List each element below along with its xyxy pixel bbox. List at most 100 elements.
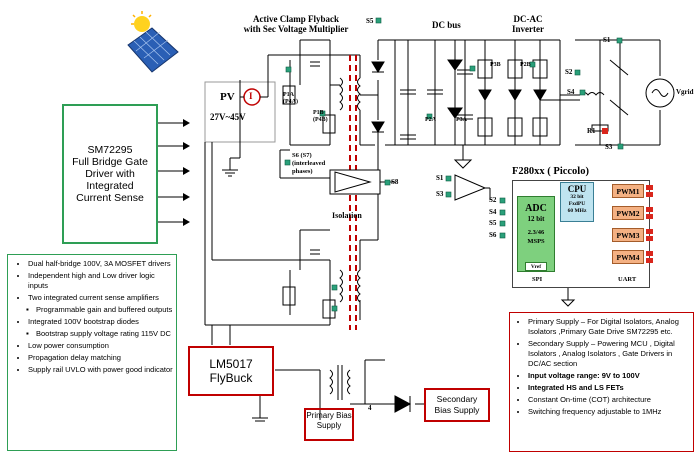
cpu-block: CPU 32 bit FxdPU 60 MHz xyxy=(560,182,594,222)
label-s5-top: S5 xyxy=(366,17,374,25)
label-p3a: P3A xyxy=(456,117,467,123)
pwm1-pin-b xyxy=(646,192,653,197)
label-p1b-text: P1B xyxy=(313,110,324,116)
inverter-title-line2: Inverter xyxy=(512,24,544,34)
flybuck-line2: FlyBuck xyxy=(209,371,253,385)
secondary-bias-line2: Bias Supply xyxy=(434,405,480,415)
driver-features-list: Dual half-bridge 100V, 3A MOSFET drivers… xyxy=(14,259,173,303)
secondary-bias-line1: Secondary xyxy=(436,394,478,404)
pin-4-label: 4 xyxy=(368,404,372,412)
cpu-clock: 60 MHz xyxy=(567,208,587,214)
label-s6-mcu: S6 xyxy=(489,231,497,239)
pv-label: PV xyxy=(220,91,235,103)
mcu-title: F280xx ( Piccolo) xyxy=(512,166,589,177)
pwm3-block: PWM3 xyxy=(612,228,644,242)
feature-item: Primary Supply – For Digital Isolators, … xyxy=(528,317,690,337)
spi-label: SPI xyxy=(532,276,543,283)
acf-title-line2: with Sec Voltage Multiplier xyxy=(243,24,349,34)
gate-driver-line2: Full Bridge Gate xyxy=(72,156,148,168)
flybuck-features-box: Primary Supply – For Digital Isolators, … xyxy=(509,312,694,452)
adc-bits: 12 bit xyxy=(527,215,545,223)
inverter-title: DC-AC Inverter xyxy=(512,14,544,34)
driver-features-list-3: Low power consumption Propagation delay … xyxy=(14,341,173,375)
label-s1-mcu: S1 xyxy=(436,174,444,182)
label-s4-grid: S4 xyxy=(567,88,575,96)
pwm1-pin-a xyxy=(646,185,653,190)
pwm1-block: PWM1 xyxy=(612,184,644,198)
pwm3-pin-a xyxy=(646,229,653,234)
label-s6-line2: (interleaved xyxy=(292,160,326,167)
gate-driver-line3: Driver with xyxy=(85,168,135,180)
label-s1-grid: S1 xyxy=(603,36,611,44)
adc-rate: 2.3/46 xyxy=(527,229,545,236)
gate-driver-line5: Current Sense xyxy=(76,192,144,204)
gate-driver-box: SM72295 Full Bridge Gate Driver with Int… xyxy=(62,104,158,244)
label-s2-grid: S2 xyxy=(565,68,573,76)
pwm4-block: PWM4 xyxy=(612,250,644,264)
feature-item: Switching frequency adjustable to 1MHz xyxy=(528,407,690,417)
label-p1a: P1A (P4A) xyxy=(283,92,298,106)
feature-item: Independent high and Low driver logic in… xyxy=(28,271,173,291)
label-s6: S6 (S7) (interleaved phases) xyxy=(292,152,325,176)
inverter-title-line1: DC-AC xyxy=(513,14,543,24)
pwm2-block: PWM2 xyxy=(612,206,644,220)
pwm4-pin-a xyxy=(646,251,653,256)
label-p3b: P3B xyxy=(490,62,501,68)
label-s3-grid: S3 xyxy=(605,143,613,151)
feature-item: Two integrated current sense amplifiers xyxy=(28,293,173,303)
gate-driver-line1: SM72295 xyxy=(87,144,133,156)
feature-item: Secondary Supply – Powering MCU , Digita… xyxy=(528,339,690,369)
label-s6-line3: phases) xyxy=(292,168,313,175)
adc-label: ADC xyxy=(525,203,547,214)
pwm2-pin-b xyxy=(646,214,653,219)
adc-block: ADC 12 bit 2.3/46 MSPS xyxy=(517,196,555,272)
label-r1: R1 xyxy=(587,127,596,135)
feature-sub-item: Bootstrap supply voltage rating 115V DC xyxy=(14,329,173,339)
acf-title: Active Clamp Flyback with Sec Voltage Mu… xyxy=(236,14,356,34)
cpu-label: CPU xyxy=(567,184,587,194)
solar-panel-icon xyxy=(127,11,179,73)
pwm2-pin-a xyxy=(646,207,653,212)
primary-bias-box: Primary Bias Supply xyxy=(304,408,354,441)
pv-current-symbol: I xyxy=(249,91,253,101)
label-p4b-text: (P4B) xyxy=(313,117,328,123)
label-s2-mcu: S2 xyxy=(489,196,497,204)
mcu-box xyxy=(512,180,650,288)
flybuck-line1: LM5017 xyxy=(209,357,253,371)
pwm4-pin-b xyxy=(646,258,653,263)
secondary-bias-box: Secondary Bias Supply xyxy=(424,388,490,422)
feature-item-bold: Integrated HS and LS FETs xyxy=(528,383,690,393)
label-vgrid: Vgrid xyxy=(676,88,694,96)
label-p2b: P2B xyxy=(520,62,531,68)
dc-bus-label: DC bus xyxy=(432,20,461,30)
feature-item-bold: Input voltage range: 9V to 100V xyxy=(528,371,690,381)
label-p4a-text: (P4A) xyxy=(283,99,298,105)
feature-sub-item: Programmable gain and buffered outputs xyxy=(14,305,173,315)
flybuck-features-list: Primary Supply – For Digital Isolators, … xyxy=(514,317,690,417)
label-p2a: P2A xyxy=(425,117,436,123)
isolation-label: Isolation xyxy=(332,211,362,220)
driver-features-list-2: Integrated 100V bootstrap diodes xyxy=(14,317,173,327)
vref-block: Vref xyxy=(525,262,547,271)
pwm3-pin-b xyxy=(646,236,653,241)
adc-msps: MSPS xyxy=(527,238,545,245)
label-s8: S8 xyxy=(391,178,399,186)
feature-item: Supply rail UVLO with power good indicat… xyxy=(28,365,173,375)
label-s6-line1: S6 (S7) xyxy=(292,152,312,159)
uart-label: UART xyxy=(618,276,637,283)
flybuck-box: LM5017 FlyBuck xyxy=(188,346,274,396)
feature-item: Propagation delay matching xyxy=(28,353,173,363)
label-p1b: P1B (P4B) xyxy=(313,110,328,124)
gate-driver-line4: Integrated xyxy=(86,180,134,192)
label-p1a-text: P1A xyxy=(283,92,294,98)
feature-item: Dual half-bridge 100V, 3A MOSFET drivers xyxy=(28,259,173,269)
label-s4-mcu: S4 xyxy=(489,208,497,216)
acf-title-line1: Active Clamp Flyback xyxy=(253,14,339,24)
label-s5-mcu: S5 xyxy=(489,219,497,227)
feature-item: Integrated 100V bootstrap diodes xyxy=(28,317,173,327)
feature-item: Constant On-time (COT) architecture xyxy=(528,395,690,405)
cpu-bits: 32 bit xyxy=(570,194,584,200)
driver-features-box: Dual half-bridge 100V, 3A MOSFET drivers… xyxy=(7,254,177,451)
